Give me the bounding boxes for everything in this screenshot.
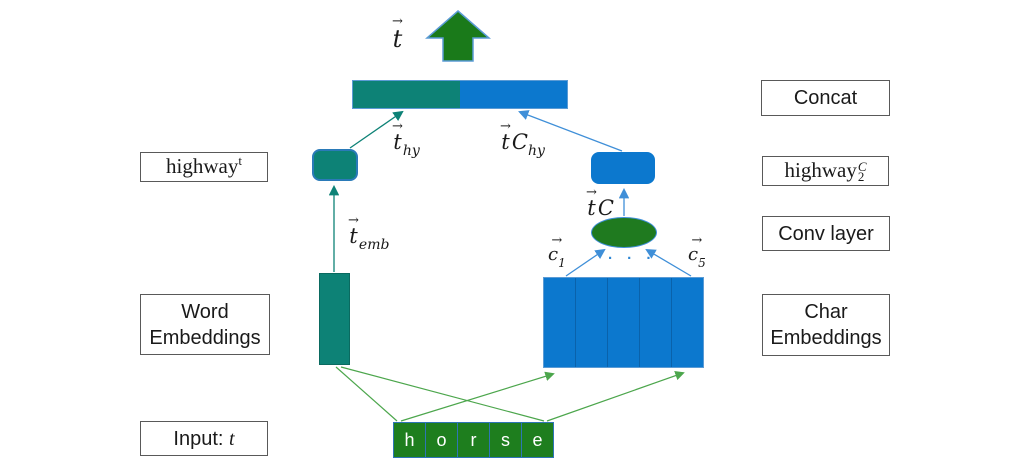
concat-bar-char-segment [460, 81, 567, 108]
concat-bar-word-segment [353, 81, 460, 108]
legend-conv-layer: Conv layer [762, 216, 890, 251]
input-word-cells: h o r s e [393, 422, 554, 458]
legend-char-embeddings: Char Embeddings [762, 294, 890, 356]
arrow-input-right-to-charemb [546, 371, 685, 422]
char-embedding-cell [640, 278, 671, 367]
arrow-charemb-right-to-conv [645, 248, 692, 277]
line-input-right-to-wordemb [340, 366, 545, 422]
char-embedding-cell [672, 278, 703, 367]
legend-word-embeddings: Word Embeddings [140, 294, 270, 355]
input-letter-cell: r [458, 423, 489, 457]
arrow-charemb-left-to-conv [565, 248, 606, 277]
word-embedding-bar [319, 273, 350, 365]
arrow-highwayt-to-concat [349, 110, 404, 149]
input-letter-cell: s [490, 423, 521, 457]
char-embedding-grid [543, 277, 704, 368]
arrow-highwayc-to-concat [518, 110, 623, 152]
input-letter-cell: h [394, 423, 425, 457]
output-up-arrow-icon [425, 10, 491, 62]
char-embedding-cell [544, 278, 575, 367]
conv-layer-node [591, 217, 657, 248]
concat-bar [352, 80, 568, 109]
char-embedding-cell [608, 278, 639, 367]
legend-highway-t: highwayt [140, 152, 268, 182]
input-letter-cell: o [426, 423, 457, 457]
char-embedding-cell [576, 278, 607, 367]
input-letter-cell: e [522, 423, 553, 457]
line-input-left-to-wordemb [335, 366, 398, 422]
ellipsis-dots: · · · [608, 250, 657, 267]
legend-input: Input: t [140, 421, 268, 456]
highway-c-node [591, 152, 655, 184]
arrow-input-left-to-charemb [400, 371, 555, 422]
legend-concat: Concat [761, 80, 890, 116]
highway-t-node [312, 149, 358, 181]
label-t-vector: →t [392, 14, 403, 53]
